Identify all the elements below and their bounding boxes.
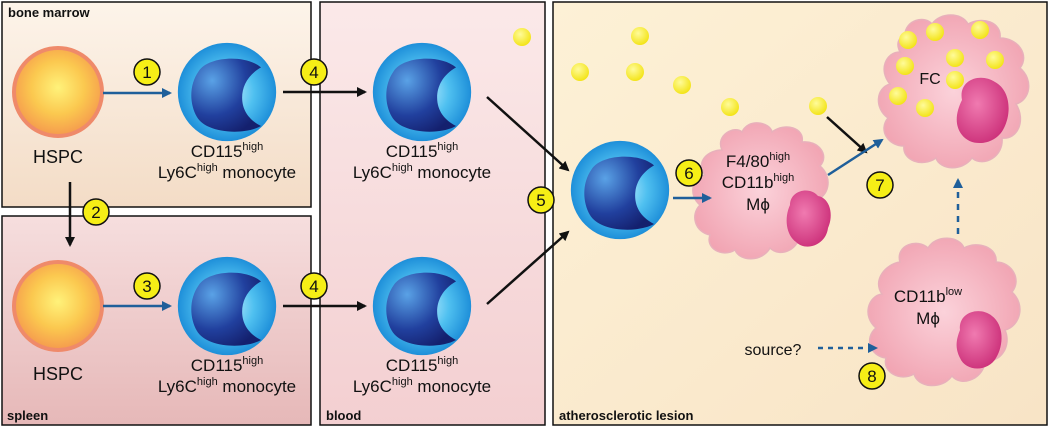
svg-text:Ly6Chigh monocyte: Ly6Chigh monocyte bbox=[353, 376, 491, 396]
hspc-cell-spleen: HSPC bbox=[12, 260, 104, 384]
svg-text:Ly6Chigh monocyte: Ly6Chigh monocyte bbox=[353, 162, 491, 182]
lipid-droplet bbox=[889, 87, 907, 105]
lipid-droplets bbox=[513, 27, 827, 116]
blood-label: blood bbox=[326, 408, 361, 423]
monocyte-cell bbox=[177, 256, 277, 356]
lipid-droplet bbox=[626, 63, 644, 81]
svg-text:7: 7 bbox=[875, 176, 884, 195]
arrow-blood-to-lesion-bottom bbox=[486, 230, 570, 305]
step-badge-3: 3 bbox=[133, 272, 161, 300]
svg-text:5: 5 bbox=[536, 191, 545, 210]
step-badge-5: 5 bbox=[527, 186, 555, 214]
step-badge-4-top: 4 bbox=[300, 58, 328, 86]
macrophage-low: CD11blow Mϕ bbox=[867, 237, 1021, 387]
monocyte-cell bbox=[372, 42, 472, 142]
step-badge-2: 2 bbox=[82, 198, 110, 226]
lipid-droplet bbox=[916, 99, 934, 117]
lipid-droplet bbox=[571, 63, 589, 81]
arrow-blood-to-lesion-top bbox=[486, 96, 570, 172]
hspc-label: HSPC bbox=[33, 364, 83, 384]
svg-text:1: 1 bbox=[142, 63, 151, 82]
arrow-step-7 bbox=[827, 138, 884, 177]
monocyte-label-bm: CD115high Ly6Chigh monocyte bbox=[158, 141, 296, 182]
step-badge-1: 1 bbox=[133, 58, 161, 86]
svg-text:CD115high: CD115high bbox=[386, 355, 458, 375]
monocyte-label-blood-top: CD115high Ly6Chigh monocyte bbox=[353, 141, 491, 182]
lesion-monocyte-cell bbox=[570, 140, 670, 240]
lipid-droplet bbox=[631, 27, 649, 45]
monocyte-label-spleen: CD115high Ly6Chigh monocyte bbox=[158, 355, 296, 396]
spleen-label: spleen bbox=[7, 408, 48, 423]
step-badge-8: 8 bbox=[858, 362, 886, 390]
svg-text:CD115high: CD115high bbox=[386, 141, 458, 161]
lipid-droplet bbox=[896, 57, 914, 75]
step-badges: 1 2 3 4 4 5 6 7 bbox=[82, 58, 894, 390]
bone-marrow-label: bone marrow bbox=[8, 5, 91, 20]
mphi-label: Mϕ bbox=[746, 195, 770, 214]
svg-text:Ly6Chigh monocyte: Ly6Chigh monocyte bbox=[158, 376, 296, 396]
lipid-droplet bbox=[673, 76, 691, 94]
lipid-droplet bbox=[971, 21, 989, 39]
lipid-droplet bbox=[926, 23, 944, 41]
source-label: source? bbox=[745, 342, 802, 359]
arrow-lipid-uptake bbox=[826, 116, 868, 154]
svg-text:4: 4 bbox=[309, 277, 318, 296]
svg-text:CD115high: CD115high bbox=[191, 141, 263, 161]
cd11b-low-label: CD11blow bbox=[894, 286, 962, 306]
lesion-label: atherosclerotic lesion bbox=[559, 408, 693, 423]
lipid-droplet bbox=[721, 98, 739, 116]
step-badge-4-bottom: 4 bbox=[300, 272, 328, 300]
svg-text:2: 2 bbox=[91, 203, 100, 222]
f480-label: F4/80high bbox=[726, 151, 790, 171]
mphi-label: Mϕ bbox=[916, 309, 940, 328]
foam-cell-label: FC bbox=[919, 71, 940, 88]
step-badge-7: 7 bbox=[866, 171, 894, 199]
svg-text:4: 4 bbox=[309, 63, 318, 82]
lipid-droplet bbox=[946, 71, 964, 89]
lipid-droplet bbox=[986, 51, 1004, 69]
lipid-droplet bbox=[513, 28, 531, 46]
lipid-droplet bbox=[946, 49, 964, 67]
svg-text:Ly6Chigh monocyte: Ly6Chigh monocyte bbox=[158, 162, 296, 182]
hspc-label: HSPC bbox=[33, 147, 83, 167]
monocyte-cell bbox=[372, 256, 472, 356]
svg-text:8: 8 bbox=[867, 367, 876, 386]
monocyte-label-blood-bottom: CD115high Ly6Chigh monocyte bbox=[353, 355, 491, 396]
monocyte-cell bbox=[177, 42, 277, 142]
foam-cell: FC bbox=[877, 14, 1030, 169]
hspc-cell-bone-marrow: HSPC bbox=[12, 46, 104, 167]
step-badge-6: 6 bbox=[675, 159, 703, 187]
macrophage-high: F4/80high CD11bhigh Mϕ bbox=[692, 122, 831, 260]
lipid-droplet bbox=[809, 97, 827, 115]
cd11b-high-label: CD11bhigh bbox=[722, 172, 794, 192]
svg-text:6: 6 bbox=[684, 164, 693, 183]
arrows bbox=[65, 87, 963, 353]
svg-text:CD115high: CD115high bbox=[191, 355, 263, 375]
svg-text:3: 3 bbox=[142, 277, 151, 296]
lipid-droplet bbox=[899, 31, 917, 49]
